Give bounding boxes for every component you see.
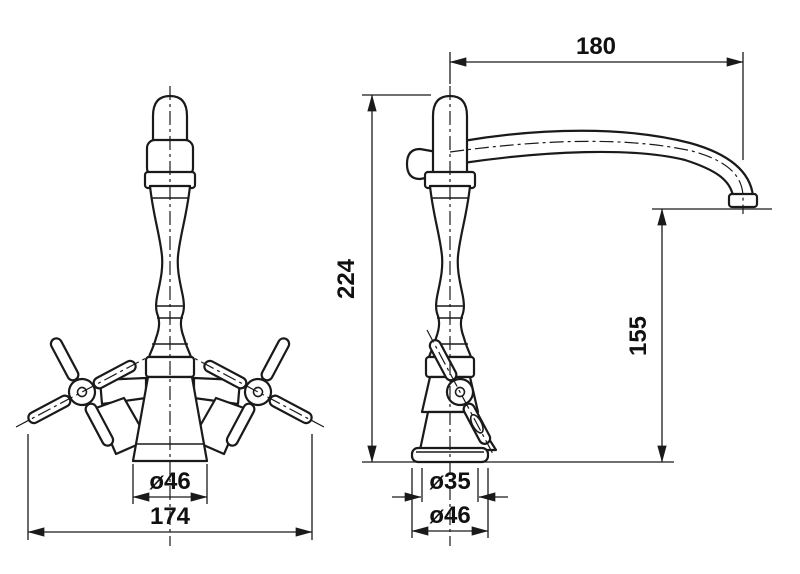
side-dim-overall-height: 224 — [333, 94, 674, 463]
side-dim-spout-outlet-height: 155 — [625, 208, 772, 463]
dim-label-spout-outlet-height: 155 — [625, 316, 652, 356]
handle-screw — [454, 386, 466, 398]
handle-spoke — [260, 337, 291, 382]
side-view: 180 224 155 ø35 ø46 — [333, 33, 772, 538]
side-dim-spout-reach: 180 — [449, 33, 744, 160]
side-spout-tube — [461, 129, 755, 198]
side-handle-axis — [426, 329, 494, 455]
centerlines — [15, 86, 744, 546]
dim-label-spout-reach: 180 — [576, 33, 616, 60]
handle-spoke — [49, 337, 80, 382]
dim-label-overall-height: 224 — [333, 258, 360, 299]
